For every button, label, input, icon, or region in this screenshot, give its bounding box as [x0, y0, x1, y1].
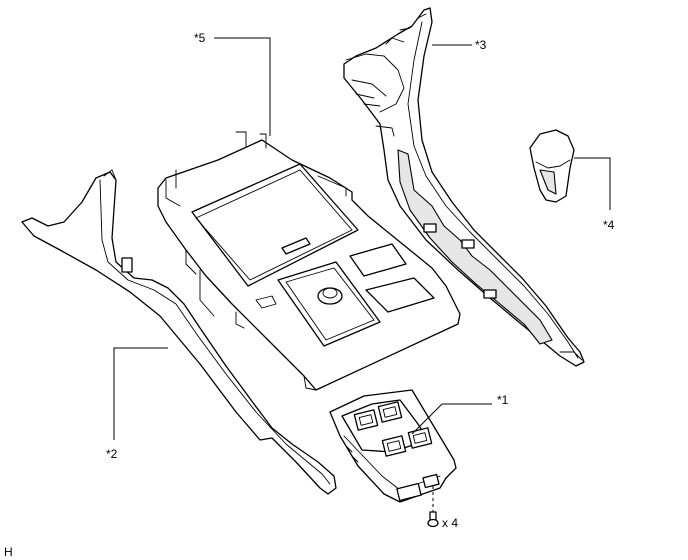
left-side-panel-part [21, 169, 337, 495]
callout-part2-label: *2 [106, 447, 118, 461]
screw-part [427, 486, 439, 528]
leader-line-part2 [113, 347, 168, 440]
screw-quantity-label: x 4 [442, 516, 458, 530]
leader-line-part1 [411, 403, 492, 435]
figure-code-label: H [4, 545, 13, 559]
switch-assembly-part [329, 389, 457, 503]
leader-line-part4 [574, 157, 611, 210]
right-side-panel-part [343, 7, 585, 367]
callout-part1-label: *1 [497, 393, 509, 407]
leader-line-part5 [214, 37, 271, 136]
upper-console-panel-part [157, 131, 461, 391]
callout-part3-label: *3 [475, 38, 487, 52]
callout-part4-label: *4 [603, 218, 615, 232]
callout-part5-label: *5 [194, 31, 206, 45]
shift-knob-part [529, 129, 575, 203]
